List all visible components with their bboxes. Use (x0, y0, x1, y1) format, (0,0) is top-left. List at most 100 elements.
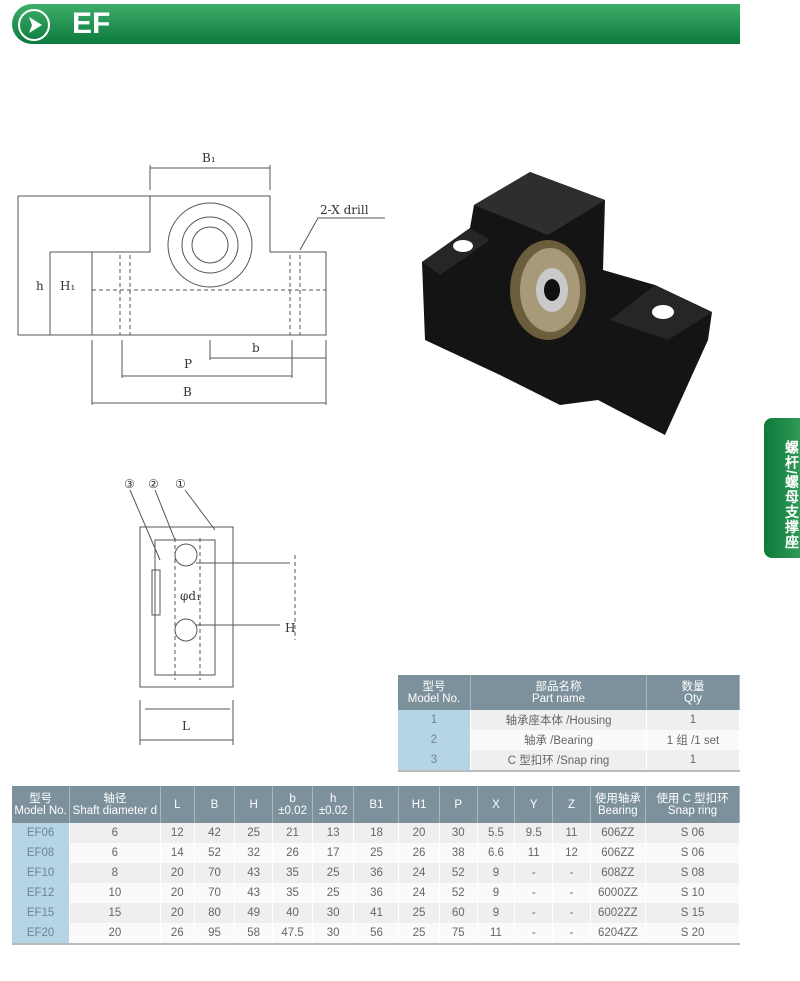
parts-cell: 1 (646, 750, 740, 771)
spec-cell: 13 (312, 823, 355, 843)
spec-cell: - (552, 863, 591, 883)
spec-cell: 30 (439, 823, 478, 843)
spec-header: P (439, 786, 478, 823)
label-height: H (285, 621, 295, 635)
label-drill: 2-X drill (320, 203, 369, 217)
spec-cell: - (514, 923, 554, 944)
spec-cell: 20 (160, 863, 195, 883)
parts-cell: 轴承 /Bearing (470, 730, 647, 750)
spec-cell: 6204ZZ (590, 923, 647, 944)
spec-cell: 9 (477, 883, 516, 903)
spec-cell: 70 (194, 883, 236, 903)
parts-cell: 1 (398, 710, 471, 730)
spec-cell: 56 (353, 923, 400, 944)
spec-cell: 6002ZZ (590, 903, 647, 923)
spec-cell: 30 (312, 903, 355, 923)
spec-cell: 75 (439, 923, 478, 944)
spec-cell: 606ZZ (590, 843, 647, 863)
spec-cell: 25 (312, 883, 355, 903)
spec-cell: 20 (69, 923, 161, 944)
spec-cell: S 06 (645, 823, 740, 843)
category-side-tab[interactable]: 螺杆/螺母支撑座 (764, 418, 800, 558)
spec-cell: 36 (353, 883, 400, 903)
spec-cell: EF10 (12, 863, 71, 883)
spec-header: H1 (398, 786, 440, 823)
spec-cell: 42 (194, 823, 236, 843)
spec-cell: 15 (69, 903, 161, 923)
spec-cell: 20 (160, 883, 195, 903)
spec-cell: 17 (312, 843, 355, 863)
label-h: h (36, 279, 44, 293)
spec-cell: - (514, 903, 554, 923)
label-p: P (184, 357, 192, 371)
spec-cell: 43 (234, 863, 274, 883)
spec-cell: 60 (439, 903, 478, 923)
spec-cell: 25 (398, 903, 440, 923)
spec-cell: S 20 (645, 923, 740, 944)
spec-cell: 10 (69, 883, 161, 903)
spec-cell: 6 (69, 843, 161, 863)
spec-cell: 6.6 (477, 843, 516, 863)
spec-cell: 25 (398, 923, 440, 944)
spec-cell: 47.5 (272, 923, 313, 944)
parts-cell: 2 (398, 730, 471, 750)
parts-cell: 1 (646, 710, 740, 730)
spec-cell: 40 (272, 903, 313, 923)
spec-cell: 11 (552, 823, 591, 843)
spec-cell: EF20 (12, 923, 71, 944)
label-l: L (182, 719, 190, 733)
spec-cell: 52 (439, 883, 478, 903)
spec-header: B (194, 786, 236, 823)
spec-cell: 24 (398, 883, 440, 903)
spec-cell: 58 (234, 923, 274, 944)
spec-cell: 9 (477, 863, 516, 883)
parts-cell: 轴承座本体 /Housing (470, 710, 647, 730)
spec-header: B1 (353, 786, 400, 823)
spec-cell: 52 (439, 863, 478, 883)
spec-cell: 32 (234, 843, 274, 863)
spec-cell: 52 (194, 843, 236, 863)
spec-cell: 18 (353, 823, 400, 843)
spec-cell: S 08 (645, 863, 740, 883)
spec-cell: 49 (234, 903, 274, 923)
spec-header: H (234, 786, 274, 823)
spec-cell: 35 (272, 883, 313, 903)
spec-cell: 9 (477, 903, 516, 923)
spec-header: X (477, 786, 516, 823)
spec-cell: 30 (312, 923, 355, 944)
spec-cell: 12 (552, 843, 591, 863)
spec-header: Y (514, 786, 554, 823)
spec-cell: 12 (160, 823, 195, 843)
spec-cell: 26 (398, 843, 440, 863)
spec-cell: - (514, 883, 554, 903)
spec-cell: 9.5 (514, 823, 554, 843)
spec-cell: S 06 (645, 843, 740, 863)
label-part-2: ② (148, 477, 159, 491)
spec-cell: - (552, 903, 591, 923)
section-header: EF (12, 4, 740, 44)
spec-cell: S 15 (645, 903, 740, 923)
product-photo (422, 172, 712, 435)
spec-cell: 26 (160, 923, 195, 944)
parts-cell: 1 组 /1 set (646, 730, 740, 750)
section-view-drawing (129, 489, 296, 745)
spec-cell: 25 (312, 863, 355, 883)
label-b: b (252, 341, 260, 355)
spec-cell: 20 (398, 823, 440, 843)
spec-cell: 608ZZ (590, 863, 647, 883)
spec-cell: EF06 (12, 823, 71, 843)
